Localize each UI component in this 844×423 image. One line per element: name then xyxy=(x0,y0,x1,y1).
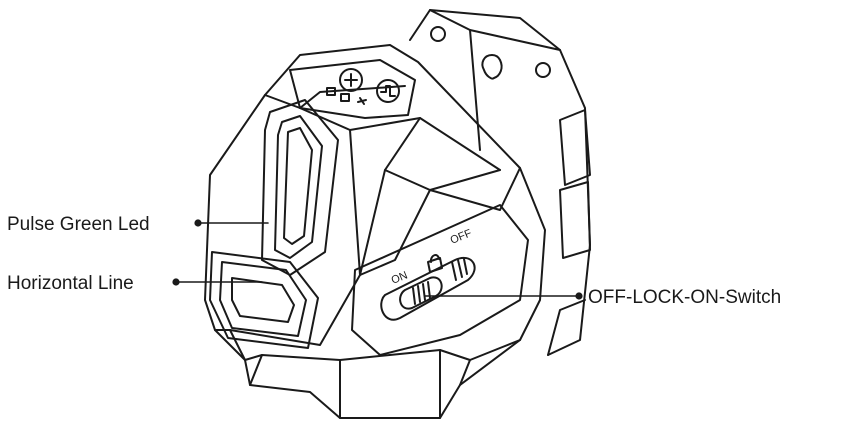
callout-pulse-green-led: Pulse Green Led xyxy=(7,214,150,235)
switch-leader-dot xyxy=(575,292,583,300)
pulse-mode-icon xyxy=(380,85,396,97)
indicator-mark xyxy=(357,97,367,105)
switch-housing xyxy=(380,257,476,321)
plus-icon xyxy=(344,73,358,87)
vertical-laser-window xyxy=(261,99,339,276)
mode-switch: ON OFF xyxy=(380,227,476,321)
indicator-led-2 xyxy=(340,93,350,102)
off-grip xyxy=(451,258,468,281)
laser-body xyxy=(204,44,546,419)
horizontal-laser-window xyxy=(209,251,319,349)
pulse-leader-dot xyxy=(194,219,202,227)
switch-slider[interactable] xyxy=(399,276,443,310)
callout-leaders xyxy=(172,219,583,300)
callout-horizontal-line: Horizontal Line xyxy=(7,273,134,294)
switch-on-mark: ON xyxy=(390,269,410,286)
switch-grip xyxy=(412,281,431,305)
plus-button[interactable] xyxy=(339,68,363,92)
switch-off-mark: OFF xyxy=(449,227,474,246)
lock-icon xyxy=(427,254,443,273)
horizontal-leader-dot xyxy=(172,278,180,286)
indicator-led-1 xyxy=(326,87,336,96)
top-controls xyxy=(326,68,400,105)
callout-off-lock-on-switch: OFF-LOCK-ON-Switch xyxy=(588,287,781,308)
mounting-bracket xyxy=(409,9,591,356)
pulse-mode-button[interactable] xyxy=(376,79,400,103)
